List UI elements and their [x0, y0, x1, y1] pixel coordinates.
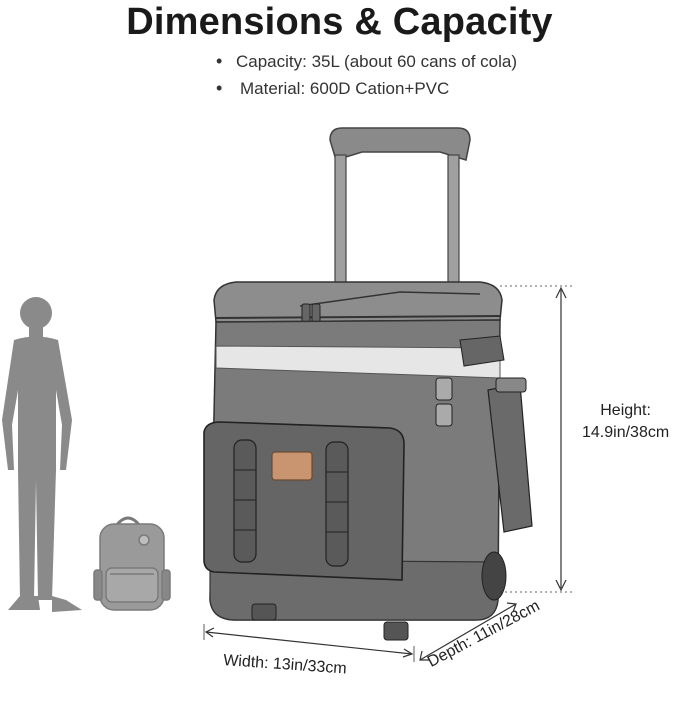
- spec-list: Capacity: 35L (about 60 cans of cola) Ma…: [214, 48, 517, 102]
- spec-material: Material: 600D Cation+PVC: [214, 75, 517, 102]
- rolling-cooler-bag-illustration: [203, 127, 533, 641]
- spec-capacity: Capacity: 35L (about 60 cans of cola): [214, 48, 517, 75]
- dimension-lines: [203, 285, 572, 662]
- page-title: Dimensions & Capacity: [126, 1, 553, 43]
- backpack-icon: [93, 516, 171, 611]
- height-label-title: Height:: [600, 402, 651, 419]
- height-label: Height: 14.9in/38cm: [582, 400, 669, 444]
- person-silhouette-icon: [2, 297, 82, 612]
- height-label-value: 14.9in/38cm: [582, 424, 670, 441]
